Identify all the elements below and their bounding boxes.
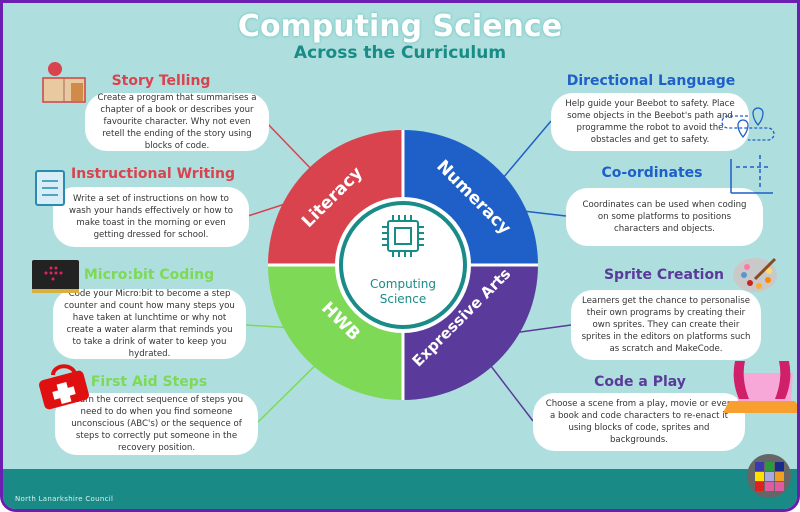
chip-icon xyxy=(382,215,424,257)
page-subtitle: Across the Curriculum xyxy=(293,43,507,63)
curriculum-wheel: Literacy Numeracy Expressive Arts HWB Co… xyxy=(244,120,572,424)
card-story-telling: Create a program that summarises a chapt… xyxy=(85,93,269,151)
card-coordinates: Coordinates can be used when coding on s… xyxy=(566,188,763,246)
card-title-directional-language: Directional Language xyxy=(566,73,736,89)
digital-nl-logo xyxy=(747,454,791,498)
card-title-sprite-creation: Sprite Creation xyxy=(603,267,725,283)
center-label-line2: Science xyxy=(380,292,427,306)
center-label-line1: Computing xyxy=(370,277,436,291)
card-first-aid-steps: Learn the correct sequence of steps you … xyxy=(55,393,258,455)
card-code-a-play: Choose a scene from a play, movie or eve… xyxy=(533,393,745,451)
card-instructional-writing: Write a set of instructions on how to wa… xyxy=(53,187,249,247)
card-sprite-creation: Learners get the chance to personalise t… xyxy=(571,290,761,360)
card-title-microbit-coding: Micro:bit Coding xyxy=(83,267,215,283)
card-title-first-aid-steps: First Aid Steps xyxy=(90,374,208,390)
footer: North Lanarkshire Council xyxy=(3,469,797,509)
card-title-instructional-writing: Instructional Writing xyxy=(71,166,235,182)
card-title-code-a-play: Code a Play xyxy=(594,374,686,390)
page-title: Computing Science xyxy=(237,9,563,44)
connector-line xyxy=(264,120,316,174)
connector-line xyxy=(247,202,289,217)
connector-line xyxy=(502,120,552,179)
card-title-story-telling: Story Telling xyxy=(111,73,211,89)
card-microbit-coding: Code your Micro:bit to become a step cou… xyxy=(53,289,246,359)
card-directional-language: Help guide your Beebot to safety. Place … xyxy=(551,93,749,151)
card-title-coordinates: Co-ordinates xyxy=(601,165,703,181)
footer-text: North Lanarkshire Council xyxy=(15,495,114,503)
connector-line xyxy=(522,210,567,217)
connector-line xyxy=(512,324,572,334)
